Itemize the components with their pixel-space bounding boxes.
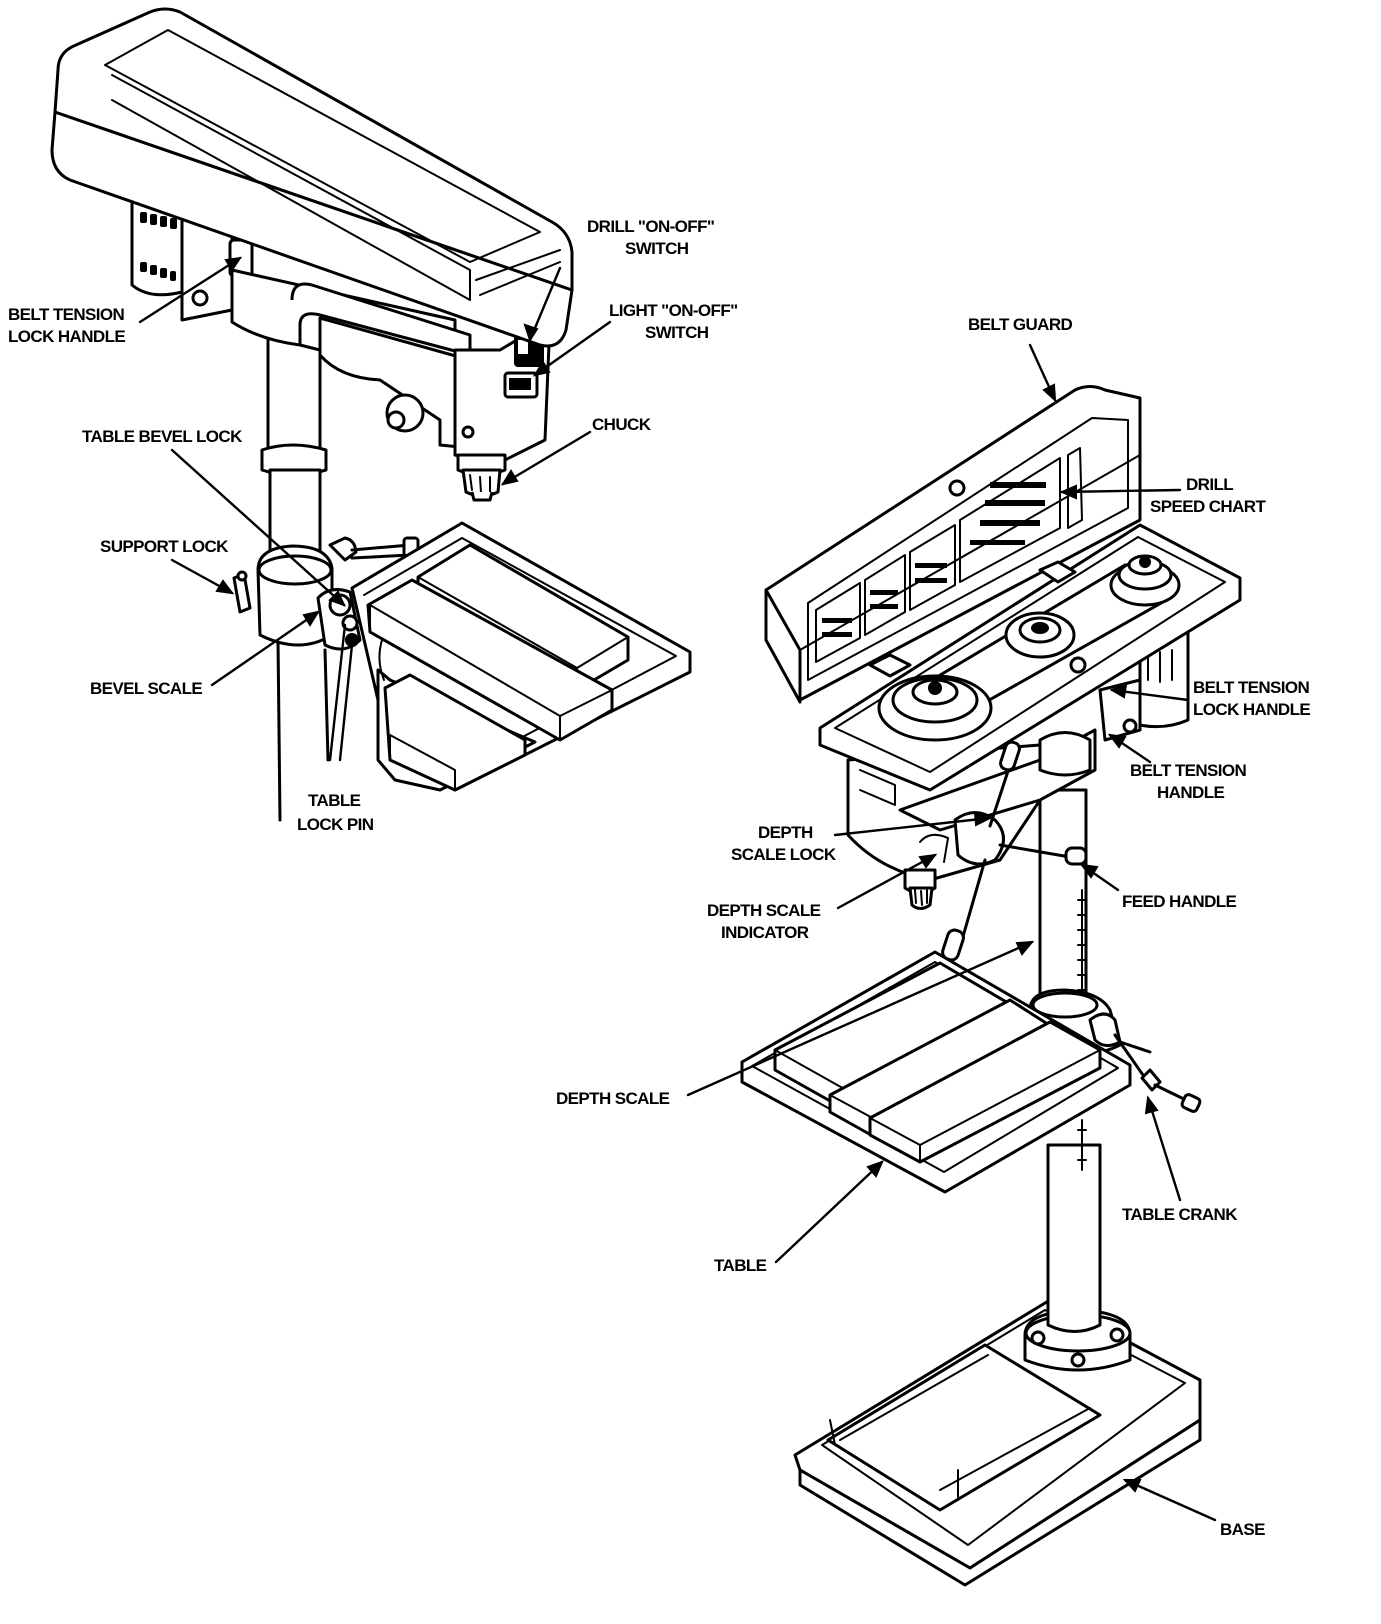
right-table	[740, 950, 1132, 1194]
label-chuck: CHUCK	[592, 415, 652, 434]
label-support-lock: SUPPORT LOCK	[100, 537, 229, 556]
label-belt-tension-handle-2: HANDLE	[1157, 783, 1224, 802]
right-drill-press-figure	[740, 385, 1242, 1587]
label-table-lock-pin-2: LOCK PIN	[297, 815, 374, 834]
label-feed-handle: FEED HANDLE	[1122, 892, 1237, 911]
left-belt-guard-cover	[50, 7, 574, 348]
label-drill-speed-chart-2: SPEED CHART	[1150, 497, 1266, 516]
label-belt-tension-lock-handle-right-1: BELT TENSION	[1193, 678, 1310, 697]
right-belt-guard	[764, 385, 1242, 792]
label-drill-switch-2: SWITCH	[625, 239, 689, 258]
label-light-switch-2: SWITCH	[645, 323, 709, 342]
left-head-casting	[230, 268, 472, 450]
left-drill-press-figure	[50, 7, 692, 822]
label-table-bevel-lock: TABLE BEVEL LOCK	[82, 427, 243, 446]
label-belt-tension-lock-handle-left-2: LOCK HANDLE	[8, 327, 125, 346]
left-head-front	[453, 318, 552, 467]
label-depth-scale-indicator-1: DEPTH SCALE	[707, 901, 821, 920]
label-table-crank: TABLE CRANK	[1122, 1205, 1238, 1224]
label-belt-tension-lock-handle-left-1: BELT TENSION	[8, 305, 125, 324]
label-table-lock-pin-1: TABLE	[308, 791, 361, 810]
label-drill-speed-chart-1: DRILL	[1186, 475, 1233, 494]
label-belt-tension-handle-1: BELT TENSION	[1130, 761, 1247, 780]
left-chuck	[456, 453, 507, 502]
speed-chart-marks	[822, 482, 1046, 637]
label-table: TABLE	[714, 1256, 767, 1275]
label-belt-guard: BELT GUARD	[968, 315, 1072, 334]
label-base: BASE	[1220, 1520, 1265, 1539]
left-labels: DRILL "ON-OFF" SWITCH LIGHT "ON-OFF" SWI…	[8, 217, 738, 834]
left-column	[260, 318, 330, 822]
leader-lines	[138, 256, 1217, 1522]
right-base	[793, 1298, 1202, 1587]
label-drill-switch-1: DRILL "ON-OFF"	[587, 217, 714, 236]
right-labels: BELT GUARD DRILL SPEED CHART BELT TENSIO…	[556, 315, 1311, 1539]
label-depth-scale-lock-2: SCALE LOCK	[731, 845, 837, 864]
left-table	[350, 521, 692, 792]
label-bevel-scale: BEVEL SCALE	[90, 679, 202, 698]
label-belt-tension-lock-handle-right-2: LOCK HANDLE	[1193, 700, 1310, 719]
label-depth-scale-indicator-2: INDICATOR	[721, 923, 809, 942]
right-column	[1038, 788, 1102, 1333]
label-depth-scale-lock-1: DEPTH	[758, 823, 813, 842]
label-light-switch-1: LIGHT "ON-OFF"	[609, 301, 738, 320]
label-depth-scale: DEPTH SCALE	[556, 1089, 670, 1108]
